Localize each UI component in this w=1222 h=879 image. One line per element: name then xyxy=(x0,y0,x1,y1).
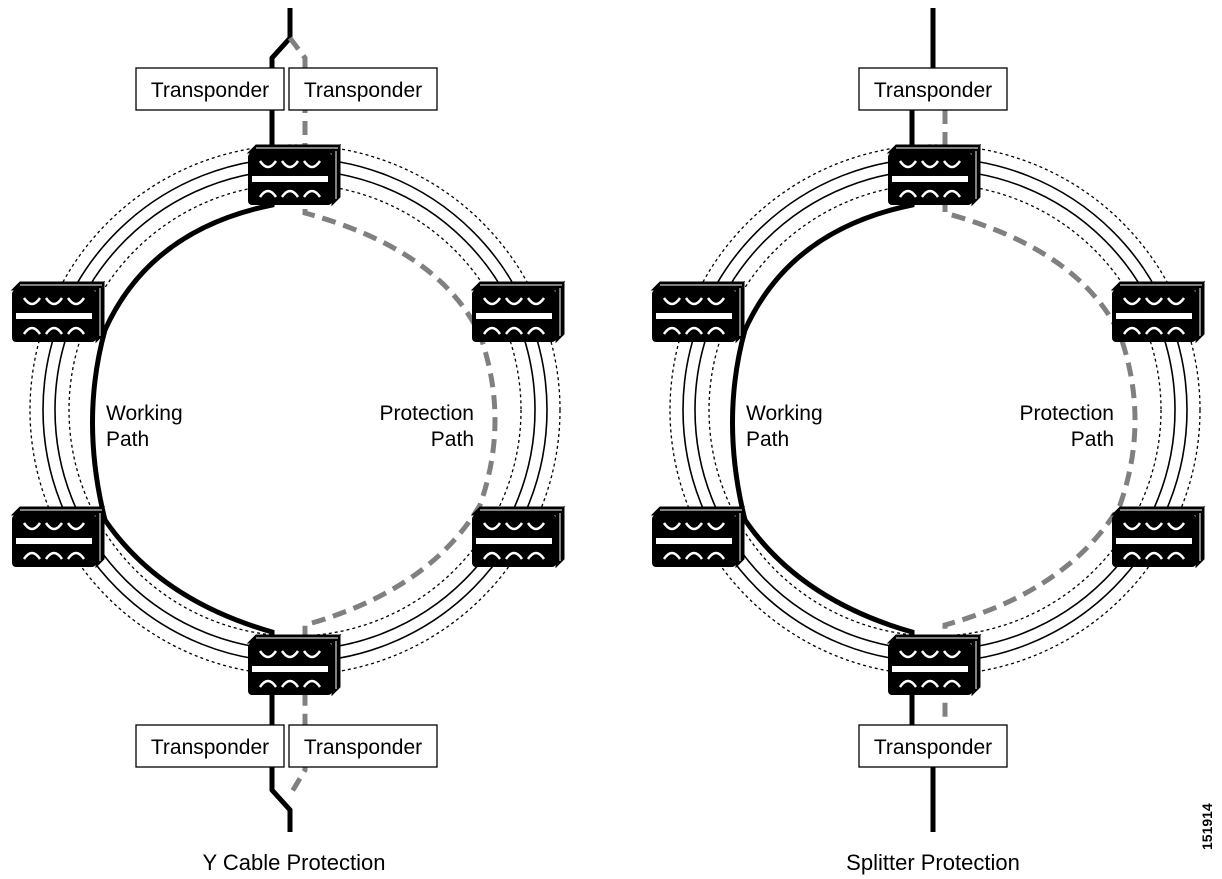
working-path-label: Path xyxy=(106,428,149,451)
transponder-box: Transponder xyxy=(858,67,1008,111)
protection-path-label: Protection xyxy=(1019,402,1114,425)
left-working-path xyxy=(90,8,293,832)
node-icon xyxy=(10,280,106,344)
node-icon xyxy=(470,280,566,344)
left-protection-path xyxy=(287,36,498,797)
node-icon xyxy=(886,143,982,207)
node-icon xyxy=(1110,280,1206,344)
node-icon xyxy=(246,143,342,207)
svg-text:Transponder: Transponder xyxy=(304,736,422,759)
node-icon xyxy=(470,505,566,569)
working-path-label: Path xyxy=(746,428,789,451)
node-icon xyxy=(650,505,746,569)
transponder-box: Transponder xyxy=(135,724,285,768)
node-icon xyxy=(650,280,746,344)
caption: Y Cable Protection xyxy=(202,850,385,875)
node-icon xyxy=(886,633,982,697)
left-panel: Transponder Transponder Transponder Tran… xyxy=(10,8,566,875)
figure-id: 151914 xyxy=(1199,803,1215,850)
working-path-label: Working xyxy=(106,402,183,425)
node-icon xyxy=(10,505,106,569)
transponder-box: Transponder xyxy=(288,724,438,768)
transponder-box: Transponder xyxy=(135,67,285,111)
right-protection-path xyxy=(942,110,1138,725)
transponder-box: Transponder xyxy=(288,67,438,111)
node-icon xyxy=(1110,505,1206,569)
protection-path-label: Path xyxy=(431,428,474,451)
svg-text:Transponder: Transponder xyxy=(874,736,992,759)
svg-text:Transponder: Transponder xyxy=(874,79,992,102)
transponder-box: Transponder xyxy=(858,724,1008,768)
protection-path-label: Protection xyxy=(379,402,474,425)
working-path-label: Working xyxy=(746,402,823,425)
protection-path-label: Path xyxy=(1071,428,1114,451)
svg-text:Transponder: Transponder xyxy=(151,736,269,759)
svg-text:Transponder: Transponder xyxy=(151,79,269,102)
right-panel: Transponder Transponder Working Path Pro… xyxy=(650,8,1206,875)
node-icon xyxy=(246,633,342,697)
svg-text:Transponder: Transponder xyxy=(304,79,422,102)
right-working-path xyxy=(730,8,936,832)
caption: Splitter Protection xyxy=(846,850,1020,875)
